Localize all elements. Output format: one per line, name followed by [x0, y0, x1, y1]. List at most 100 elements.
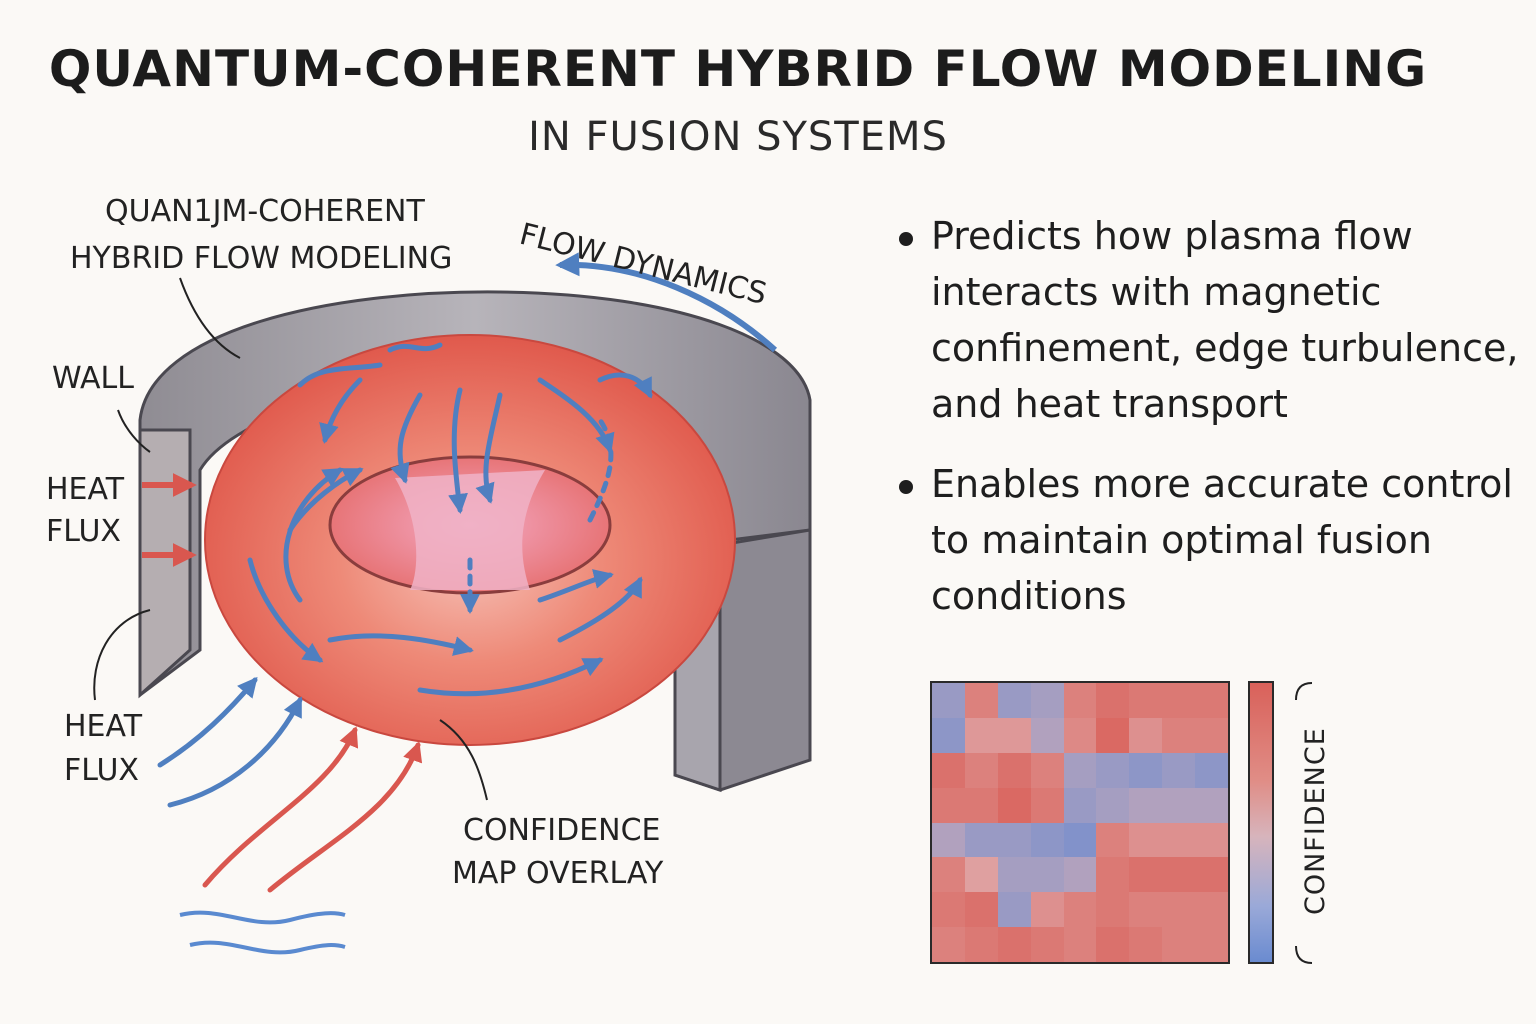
- heatmap-cell: [1129, 752, 1163, 788]
- heatmap-cell: [997, 787, 1031, 823]
- heatmap-cell: [1162, 822, 1196, 858]
- heatmap-cell: [1162, 752, 1196, 788]
- heatmap-cell: [1096, 927, 1130, 962]
- confidence-map-label-2: MAP OVERLAY: [452, 856, 664, 891]
- heatmap-cell: [1063, 892, 1097, 928]
- heatmap-cell: [997, 892, 1031, 928]
- heatmap-cell: [1162, 787, 1196, 823]
- bullet-text: Predicts how plasma flow interacts with …: [931, 214, 1519, 426]
- heat-flux-inflow-arrows: [157, 676, 423, 893]
- bullet-list: Predicts how plasma flow interacts with …: [893, 208, 1533, 648]
- bullet-item: Enables more accurate control to maintai…: [893, 456, 1533, 624]
- heatmap-cell: [932, 892, 965, 928]
- heatmap-cell: [997, 927, 1031, 962]
- heat-flux-label-lower-2: FLUX: [64, 753, 139, 788]
- heatmap-cell: [1129, 787, 1163, 823]
- heatmap-cell: [964, 683, 998, 718]
- heatmap-cell: [1195, 683, 1228, 718]
- heatmap-cell: [1162, 717, 1196, 753]
- heatmap-cell: [1030, 787, 1064, 823]
- heatmap-cell: [964, 927, 998, 962]
- heatmap-cell: [1063, 717, 1097, 753]
- heatmap-cell: [1030, 857, 1064, 893]
- heatmap-cell: [1030, 752, 1064, 788]
- heatmap-cell: [1195, 857, 1228, 893]
- heatmap-cell: [997, 822, 1031, 858]
- heatmap-cell: [1162, 857, 1196, 893]
- heatmap-cell: [964, 857, 998, 893]
- confidence-heatmap: [930, 681, 1230, 964]
- flow-arrows: [247, 342, 653, 697]
- model-label-line1: QUAN1JM-COHERENT: [105, 194, 425, 229]
- wave-icon: [179, 910, 346, 955]
- heatmap-cell: [1129, 892, 1163, 928]
- bullet-dot-icon: [899, 480, 913, 494]
- heatmap-cell: [964, 892, 998, 928]
- heat-flux-label-upper-2: FLUX: [46, 514, 121, 549]
- heatmap-cell: [1195, 822, 1228, 858]
- heatmap-cell: [997, 752, 1031, 788]
- heatmap-cell: [1030, 717, 1064, 753]
- heatmap-cell: [997, 717, 1031, 753]
- heatmap-cell: [1129, 683, 1163, 718]
- heatmap-cell: [1129, 822, 1163, 858]
- heatmap-cell: [997, 857, 1031, 893]
- heatmap-cell: [1096, 752, 1130, 788]
- heatmap-cell: [1096, 892, 1130, 928]
- heatmap-cell: [1030, 927, 1064, 962]
- heatmap-cell: [932, 857, 965, 893]
- heatmap-cell: [1063, 927, 1097, 962]
- heatmap-cell: [1063, 752, 1097, 788]
- heatmap-cell: [1063, 822, 1097, 858]
- heat-flux-label-lower-1: HEAT: [64, 709, 143, 744]
- heatmap-cell: [932, 927, 965, 962]
- heatmap-cell: [964, 717, 998, 753]
- heatmap-cell: [1096, 857, 1130, 893]
- leader-lines: [93, 277, 488, 801]
- heatmap-cell: [1096, 717, 1130, 753]
- heatmap-cell: [1063, 683, 1097, 718]
- heatmap-cell: [1195, 717, 1228, 753]
- heatmap-cell: [1195, 892, 1228, 928]
- heatmap-cell: [964, 752, 998, 788]
- heatmap-cell: [1129, 927, 1163, 962]
- heatmap-cell: [1096, 683, 1130, 718]
- heatmap-cell: [964, 787, 998, 823]
- colorbar-label: CONFIDENCE: [1300, 727, 1331, 915]
- heatmap-cell: [1030, 892, 1064, 928]
- page-title: QUANTUM-COHERENT HYBRID FLOW MODELING: [48, 40, 1428, 98]
- heatmap-cell: [997, 683, 1031, 718]
- heatmap-cell: [1096, 822, 1130, 858]
- heatmap-cell: [1129, 857, 1163, 893]
- heatmap-cell: [1195, 752, 1228, 788]
- heatmap-cell: [1195, 787, 1228, 823]
- heatmap-cell: [1096, 787, 1130, 823]
- heatmap-cell: [964, 822, 998, 858]
- heat-flux-wall-arrows: [142, 473, 197, 567]
- heatmap-cell: [932, 752, 965, 788]
- flow-dynamics-arrow: [555, 252, 778, 353]
- confidence-colorbar: [1248, 681, 1274, 964]
- heatmap-cell: [1195, 927, 1228, 962]
- heatmap-cell: [1030, 683, 1064, 718]
- wall-label: WALL: [52, 361, 134, 396]
- model-label-line2: HYBRID FLOW MODELING: [70, 241, 452, 276]
- heatmap-cell: [1162, 927, 1196, 962]
- heatmap-cell: [1162, 683, 1196, 718]
- heatmap-cell: [932, 683, 965, 718]
- heatmap-cell: [1129, 717, 1163, 753]
- bullet-dot-icon: [899, 232, 913, 246]
- colorbar-bracket: [1295, 682, 1313, 964]
- heatmap-cell: [1063, 857, 1097, 893]
- heatmap-cell: [932, 717, 965, 753]
- page-subtitle: IN FUSION SYSTEMS: [528, 114, 948, 160]
- heatmap-cell: [1030, 822, 1064, 858]
- bullet-item: Predicts how plasma flow interacts with …: [893, 208, 1533, 432]
- heatmap-cell: [1162, 892, 1196, 928]
- heatmap-cell: [932, 822, 965, 858]
- bullet-text: Enables more accurate control to maintai…: [931, 462, 1513, 618]
- confidence-map-label-1: CONFIDENCE: [463, 813, 661, 848]
- wall-slab-left: [138, 428, 192, 699]
- heatmap-cell: [932, 787, 965, 823]
